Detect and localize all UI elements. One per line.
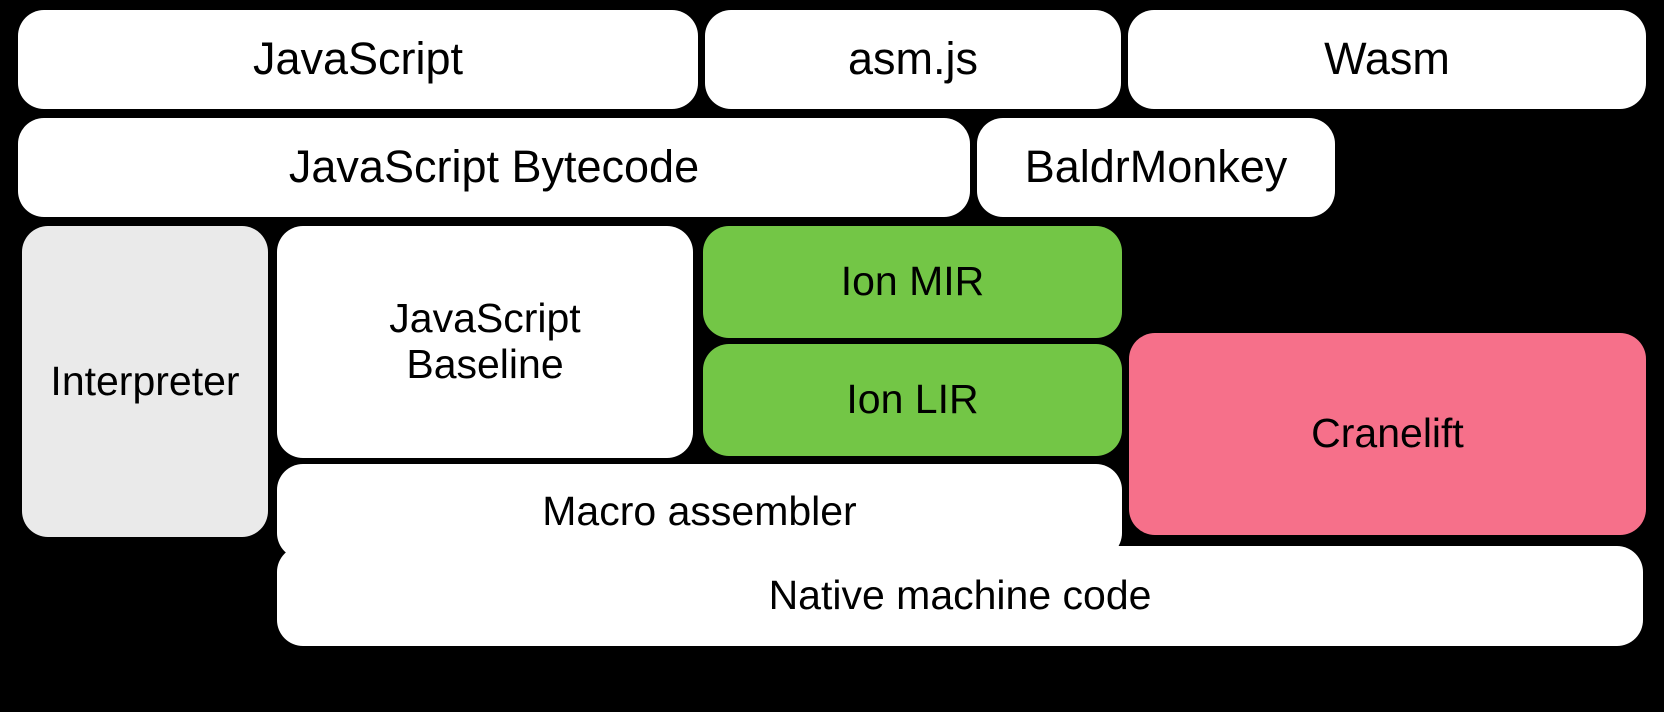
node-interpreter[interactable]: Interpreter [22,226,268,537]
node-ion-mir[interactable]: Ion MIR [703,226,1122,338]
node-javascript-baseline[interactable]: JavaScript Baseline [277,226,693,458]
node-ion-lir[interactable]: Ion LIR [703,344,1122,456]
node-macro-assembler[interactable]: Macro assembler [277,464,1122,559]
node-native-machine-code[interactable]: Native machine code [277,546,1643,646]
node-javascript-bytecode[interactable]: JavaScript Bytecode [18,118,970,217]
node-wasm[interactable]: Wasm [1128,10,1646,109]
node-javascript[interactable]: JavaScript [18,10,698,109]
node-asm-js[interactable]: asm.js [705,10,1121,109]
node-cranelift[interactable]: Cranelift [1129,333,1646,535]
node-baldrmonkey[interactable]: BaldrMonkey [977,118,1335,217]
